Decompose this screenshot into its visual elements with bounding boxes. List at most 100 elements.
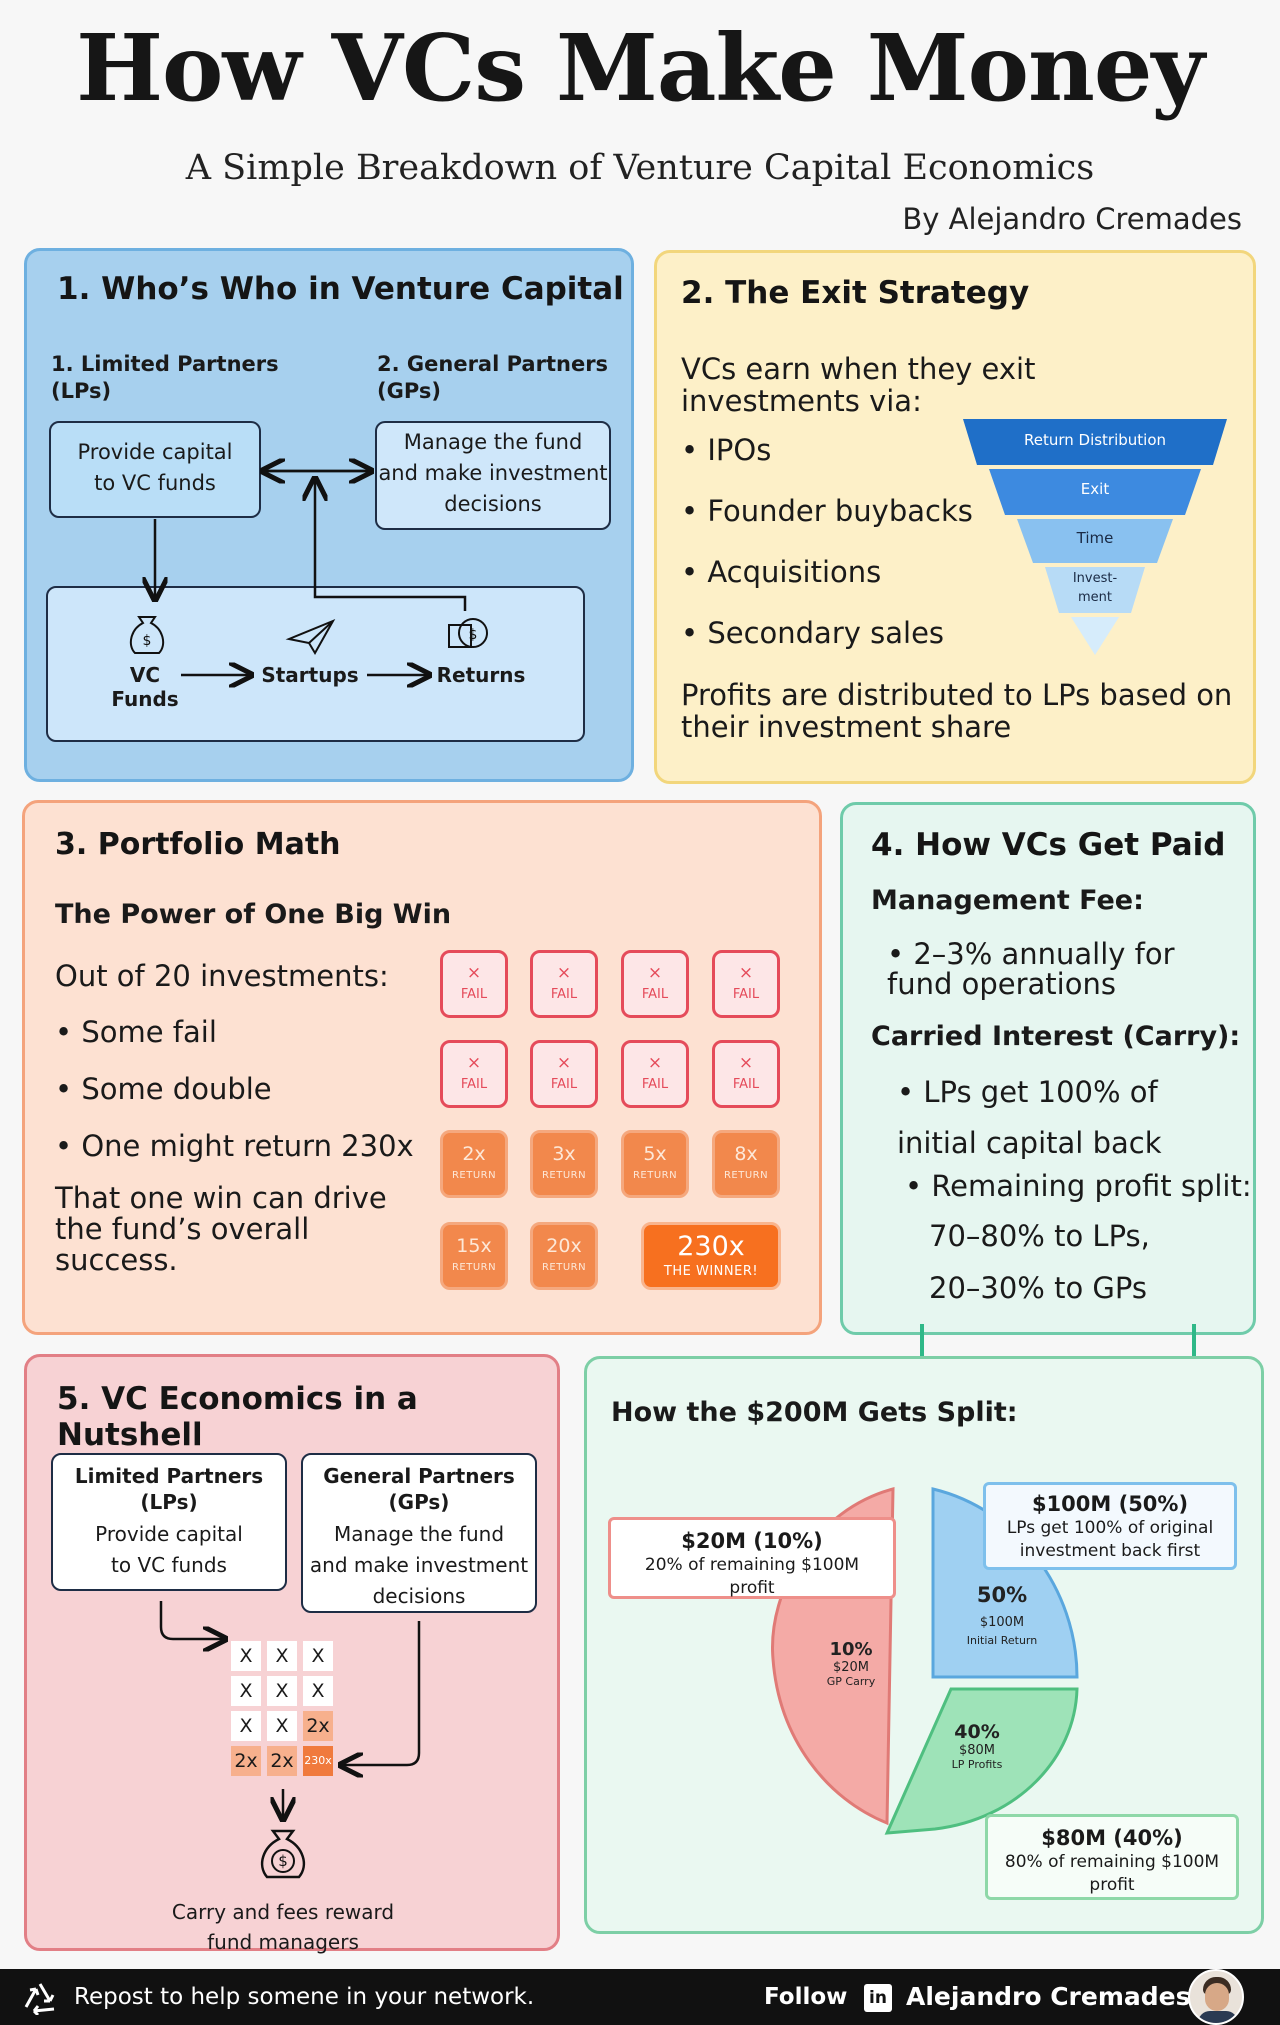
follow-text[interactable]: Follow (764, 1984, 848, 2010)
economics-footer: Carry and fees reward fund managers (171, 1900, 395, 1954)
exit-footer: Profits are distributed to LPs based on … (681, 678, 1233, 744)
funnel-tier-investment (1045, 567, 1145, 613)
section-5-title: 5. VC Economics in a Nutshell (57, 1381, 418, 1453)
outcome-cell: X (267, 1711, 297, 1741)
funnel-label-return: Return Distribution (1023, 431, 1167, 449)
flow-vc-funds: VC Funds (111, 663, 179, 711)
linkedin-icon[interactable]: in (864, 1984, 892, 2012)
outcome-cell: 2x (303, 1711, 333, 1741)
portfolio-footer: That one win can drive the fund’s overal… (55, 1181, 387, 1277)
lp-summary-text: Provide capital to VC funds (95, 1522, 243, 1577)
money-bag-icon: $ (129, 616, 165, 654)
carry-split-lps: 70–80% to LPs, (929, 1219, 1150, 1253)
funnel-tier-return-distribution (963, 419, 1227, 465)
gp-box: Manage the fund and make investment deci… (375, 421, 611, 530)
funnel-tip (1071, 617, 1119, 655)
funnel-label-investment: Invest- ment (1072, 571, 1118, 605)
portfolio-bullet: • Some double (55, 1072, 272, 1106)
fail-tile: ×FAIL (621, 1040, 689, 1108)
fail-tile: ×FAIL (712, 950, 780, 1018)
fail-tile: ×FAIL (440, 950, 508, 1018)
section-3-subtitle: The Power of One Big Win (55, 899, 452, 930)
lp-box: Provide capital to VC funds (49, 421, 261, 518)
fail-tile: ×FAIL (621, 950, 689, 1018)
portfolio-intro: Out of 20 investments: (55, 959, 389, 993)
exit-bullets: • IPOs • Founder buybacks • Acquisitions… (681, 433, 981, 677)
section-6-title: How the $200M Gets Split: (611, 1397, 1018, 1428)
outcome-cell: 2x (231, 1746, 261, 1776)
avatar (1188, 1969, 1244, 2025)
lp-heading: 1. Limited Partners (LPs) (51, 352, 279, 403)
exit-funnel (963, 419, 1227, 655)
svg-text:$: $ (469, 627, 478, 643)
exit-bullet: • IPOs (681, 433, 772, 467)
outcome-cell: X (231, 1676, 261, 1706)
outcome-cell: X (267, 1641, 297, 1671)
funnel-label-time: Time (1076, 529, 1114, 547)
outcome-cell: X (231, 1641, 261, 1671)
section-whos-who: 1. Who’s Who in Venture Capital 1. Limit… (24, 248, 634, 782)
fail-tile: ×FAIL (712, 1040, 780, 1108)
outcome-cell: X (231, 1711, 261, 1741)
outcome-cell: X (303, 1641, 333, 1671)
returns-icon: $ (448, 618, 488, 648)
lp-summary-box: Limited Partners (LPs) Provide capital t… (51, 1453, 287, 1591)
page-title: How VCs Make Money (76, 14, 1205, 122)
fail-tile: ×FAIL (440, 1040, 508, 1108)
outcome-cell: X (267, 1676, 297, 1706)
mgmt-fee-heading: Management Fee: (871, 885, 1144, 916)
page-subtitle: A Simple Breakdown of Venture Capital Ec… (185, 148, 1095, 188)
paper-plane-icon (285, 618, 336, 655)
exit-bullet: • Founder buybacks (681, 494, 973, 528)
carry-split-gps: 20–30% to GPs (929, 1271, 1147, 1305)
returns-up-arrow (315, 481, 467, 611)
fund-flow-box (46, 586, 585, 742)
gp-heading: 2. General Partners (GPs) (377, 352, 609, 403)
slice-gp-label: 10% $20M GP Carry (826, 1639, 876, 1688)
exit-bullet: • Secondary sales (681, 616, 945, 650)
portfolio-bullets: • Some fail • Some double • One might re… (55, 1015, 425, 1186)
outcome-cell-winner: 230x (303, 1746, 333, 1776)
byline: By Alejandro Cremades (902, 202, 1242, 236)
callout-lp-profits: $80M (40%) 80% of remaining $100M profit (985, 1814, 1239, 1900)
portfolio-bullet: • One might return 230x (55, 1129, 414, 1163)
slice-initial-label: 50% $100M Initial Return (966, 1583, 1038, 1647)
section-exit-strategy: 2. The Exit Strategy VCs earn when they … (654, 250, 1256, 784)
pie-slice-lp-profits (884, 1687, 1079, 1835)
carry-bullet-2: • Remaining profit split: (905, 1169, 1252, 1203)
section-1-title: 1. Who’s Who in Venture Capital (57, 271, 624, 307)
funnel-tier-time (1017, 519, 1173, 563)
flow-startups: Startups (261, 663, 359, 687)
funnel-tier-exit (989, 469, 1201, 515)
svg-text:$: $ (143, 633, 152, 649)
slice-lp-label: 40% $80M LP Profits (951, 1721, 1003, 1771)
gp-summary-title: General Partners (GPs) (323, 1464, 515, 1514)
portfolio-bullet: • Some fail (55, 1015, 217, 1049)
footer-bar: Repost to help somene in your network. F… (0, 1969, 1280, 2025)
gp-summary-text: Manage the fund and make investment deci… (309, 1522, 529, 1608)
mgmt-fee-bullet: • 2–3% annually for fund operations (887, 937, 1175, 1001)
outcome-cell: 2x (267, 1746, 297, 1776)
section-4-title: 4. How VCs Get Paid (871, 827, 1226, 863)
section-3-title: 3. Portfolio Math (55, 827, 341, 862)
svg-text:$: $ (278, 1852, 288, 1870)
fail-tile: ×FAIL (530, 950, 598, 1018)
author-name[interactable]: Alejandro Cremades (906, 1982, 1191, 2011)
fail-tile: ×FAIL (530, 1040, 598, 1108)
carry-heading: Carried Interest (Carry): (871, 1021, 1241, 1052)
gp-summary-box: General Partners (GPs) Manage the fund a… (301, 1453, 537, 1613)
exit-bullet: • Acquisitions (681, 555, 882, 589)
exit-intro: VCs earn when they exit investments via: (681, 352, 1036, 418)
carry-bullet-1: • LPs get 100% of initial capital back (897, 1075, 1162, 1160)
outcome-cell: X (303, 1676, 333, 1706)
money-bag-icon: $ (260, 1829, 306, 1879)
lp-summary-title: Limited Partners (LPs) (74, 1464, 264, 1514)
recycle-icon (24, 1983, 55, 2015)
